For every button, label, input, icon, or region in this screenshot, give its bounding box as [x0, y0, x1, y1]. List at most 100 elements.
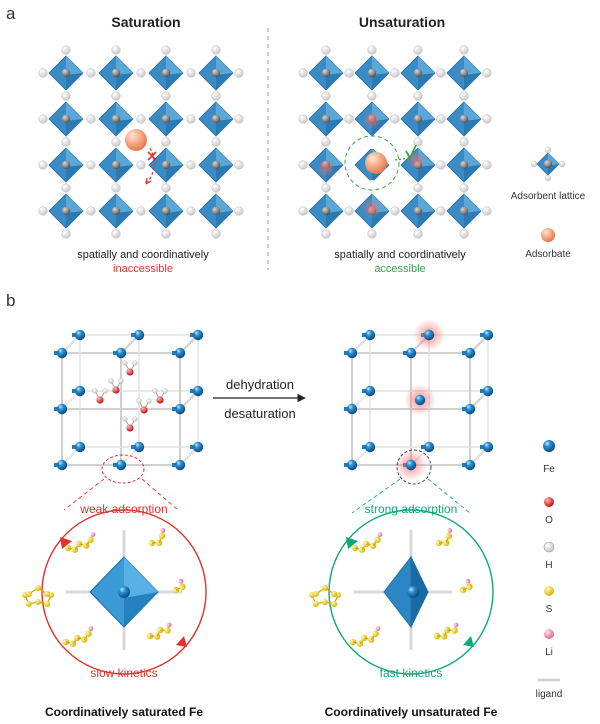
- s-atom: [445, 532, 453, 540]
- s-atom: [69, 640, 77, 647]
- h-atom: [161, 91, 171, 101]
- octahedron-unit: [308, 193, 344, 229]
- fe-stub: [190, 445, 195, 449]
- fe-node: [174, 459, 186, 471]
- h-atom: [61, 229, 71, 239]
- li-legend-icon: [544, 629, 554, 639]
- h-atom: [186, 206, 196, 216]
- h-atom: [298, 68, 308, 78]
- fe-node: [423, 441, 435, 453]
- h-atom: [482, 206, 492, 216]
- fe-legend-label: Fe: [543, 464, 555, 475]
- fe-stub: [480, 333, 485, 337]
- h-atom: [459, 137, 469, 147]
- o-legend-label: O: [545, 515, 553, 526]
- octahedron-unit: [400, 101, 436, 137]
- h-atom: [38, 68, 48, 78]
- removed-site: [366, 180, 378, 192]
- h-atom: [111, 45, 121, 55]
- octahedron-unit: [308, 101, 344, 137]
- blocked-path-arrowhead: [145, 177, 152, 185]
- h-atom: [86, 68, 96, 78]
- panel-a-label: a: [6, 4, 16, 23]
- h-atom: [558, 160, 566, 168]
- o-legend-icon: [544, 497, 554, 507]
- h-atom: [211, 45, 221, 55]
- s-atom: [331, 600, 338, 607]
- ligand-legend-label: ligand: [536, 689, 563, 700]
- li-atom: [166, 622, 172, 628]
- h-atom: [61, 183, 71, 193]
- water-h-atom: [162, 388, 168, 394]
- polysulfide-chain: [172, 578, 186, 594]
- fe-stub: [362, 445, 367, 449]
- h-atom: [321, 183, 331, 193]
- water-h-atom: [146, 398, 152, 404]
- s-atom: [81, 636, 88, 643]
- left-zoom-line-1: [63, 478, 105, 511]
- open-site-glow-3: [407, 151, 425, 169]
- polysulfide-chain: [64, 532, 96, 553]
- water-h-atom: [136, 398, 142, 404]
- fe-node: [56, 347, 68, 359]
- octahedron-unit: [446, 55, 482, 91]
- h-atom: [298, 206, 308, 216]
- accessible-path: [394, 157, 411, 161]
- h-atom: [459, 45, 469, 55]
- octahedron-unit: [98, 101, 134, 137]
- h-atom: [367, 45, 377, 55]
- li-atom: [88, 626, 94, 632]
- fe-node: [464, 459, 476, 471]
- h-atom: [136, 160, 146, 170]
- water-h-atom: [132, 360, 138, 366]
- h-atom: [111, 229, 121, 239]
- h-atom: [38, 114, 48, 124]
- left-zoom-ellipse: [101, 454, 145, 484]
- fe-node: [56, 403, 68, 415]
- li-atom: [375, 626, 381, 632]
- fe-stub: [113, 351, 118, 355]
- s-atom: [372, 630, 379, 637]
- h-atom: [413, 137, 423, 147]
- water-o-atom: [126, 368, 134, 376]
- h-atom: [436, 114, 446, 124]
- s-atom: [85, 630, 92, 637]
- s8-ring: [22, 585, 54, 607]
- s-atom: [25, 591, 32, 598]
- water-h-atom: [92, 388, 98, 394]
- polysulfide-chain: [148, 528, 166, 547]
- h-atom: [344, 206, 354, 216]
- polysulfide-chain: [351, 532, 383, 553]
- h-atom: [459, 183, 469, 193]
- saturated-fe-octahedron: [66, 530, 182, 650]
- left-cycle-arrowhead-2: [176, 636, 187, 647]
- right-caption-line1: spatially and coordinatively: [334, 249, 466, 261]
- weak-adsorption-label: weak adsorption: [79, 502, 167, 516]
- h-atom: [86, 206, 96, 216]
- li-atom: [447, 528, 453, 533]
- fe-node: [405, 347, 417, 359]
- check-mark-icon: [405, 144, 417, 160]
- s-atom: [322, 585, 328, 591]
- h-atom: [61, 45, 71, 55]
- blocked-cross-mark: [147, 151, 157, 161]
- left-caption-line1: spatially and coordinatively: [77, 249, 209, 261]
- unsaturated-fe-framework: [344, 319, 494, 481]
- h-atom: [234, 68, 244, 78]
- s-legend-label: S: [546, 604, 553, 615]
- right-polysulfide-molecules: [309, 528, 473, 647]
- s-atom: [370, 542, 377, 549]
- fe-stub: [113, 463, 118, 467]
- adsorbate-blocked: [125, 129, 147, 151]
- right-cycle-arrowhead-1: [346, 537, 358, 549]
- dehydration-label: dehydration: [226, 377, 294, 392]
- left-zoom-line-2: [141, 478, 179, 511]
- s-atom: [44, 600, 51, 607]
- polysulfide-chain: [435, 528, 453, 547]
- fe-stub: [172, 351, 177, 355]
- s-atom: [158, 532, 166, 540]
- s-atom: [358, 546, 366, 553]
- octahedron-unit: [98, 147, 134, 183]
- s-atom: [83, 542, 90, 549]
- s-atom: [374, 536, 381, 543]
